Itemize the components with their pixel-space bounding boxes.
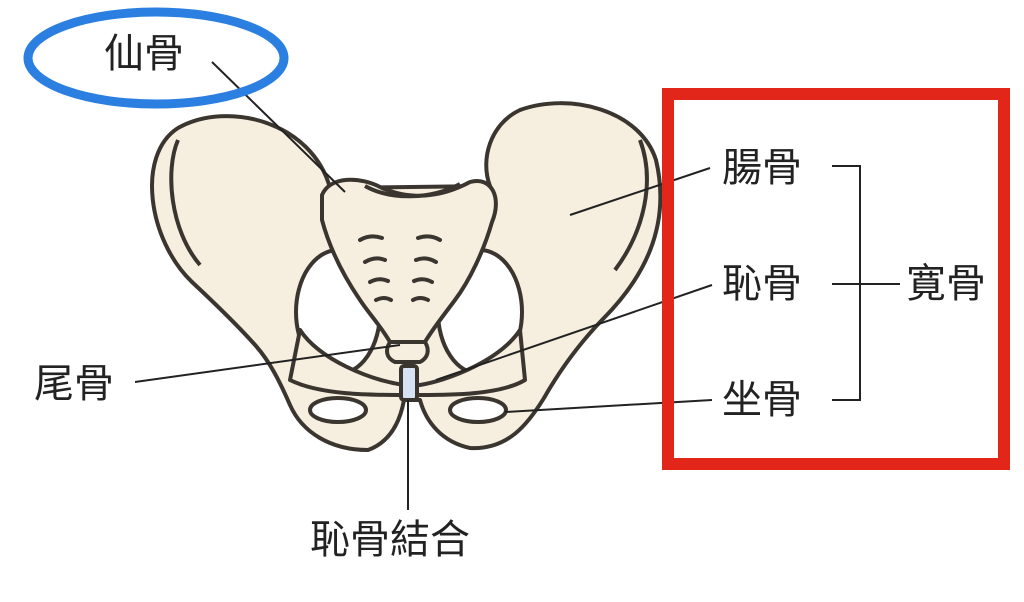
pelvic-brim xyxy=(288,328,527,397)
label-ischium: 坐骨 xyxy=(722,377,802,423)
label-sacrum: 仙骨 xyxy=(104,31,184,77)
sacral-rim xyxy=(364,182,461,199)
label-hip-bone: 寛骨 xyxy=(906,261,986,307)
label-pubis: 恥骨 xyxy=(722,261,802,307)
label-pubic-symphysis: 恥骨結合 xyxy=(310,517,470,563)
label-coccyx: 尾骨 xyxy=(34,361,114,407)
pubic-symphysis-shape xyxy=(399,364,419,402)
sacrum-highlight-ellipse xyxy=(23,7,289,109)
label-ilium: 腸骨 xyxy=(722,145,802,191)
pelvis-illustration xyxy=(150,101,663,452)
coccyx-shape xyxy=(385,340,430,364)
sacral-foramina xyxy=(358,234,442,302)
left-obturator-foramen xyxy=(308,396,368,424)
left-ilium-inner xyxy=(169,139,202,267)
sacrum-shape xyxy=(320,177,498,344)
right-ilium-inner xyxy=(613,139,649,272)
right-obturator-foramen xyxy=(448,396,508,424)
hip-bone-highlight-box xyxy=(662,88,1010,470)
